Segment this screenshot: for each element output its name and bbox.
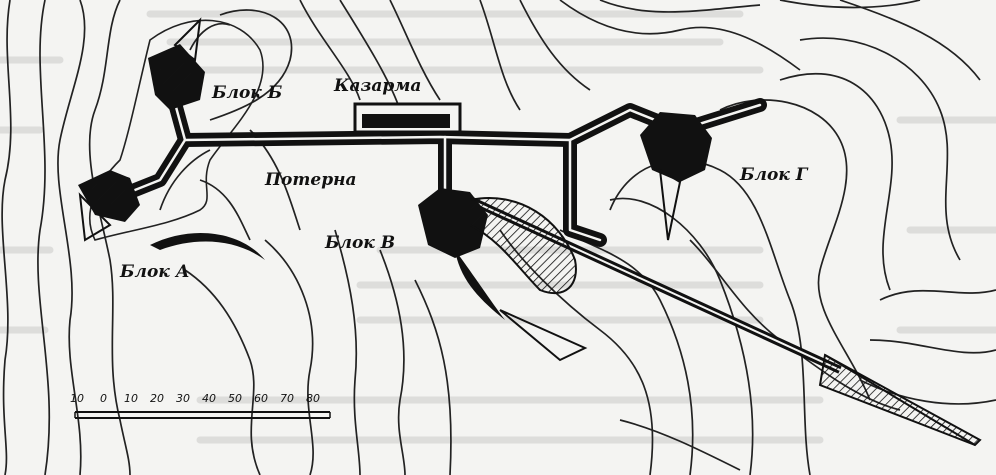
scale-tick: 70 — [280, 392, 294, 405]
label-postern: Потерна — [265, 170, 357, 190]
scale-tick: 10 — [70, 392, 84, 405]
scale-tick: 80 — [306, 392, 320, 405]
block-a — [78, 170, 265, 260]
scale-tick: 40 — [202, 392, 216, 405]
label-block-b: Блок Б — [212, 83, 283, 103]
hill-outline — [89, 19, 264, 241]
scale-tick: 10 — [124, 392, 138, 405]
label-barracks: Казарма — [334, 76, 422, 96]
block-g — [640, 112, 712, 241]
scale-tick: 50 — [228, 392, 242, 405]
scale-tick: 60 — [254, 392, 268, 405]
scale-tick: 30 — [176, 392, 190, 405]
label-block-v: Блок В — [325, 233, 396, 253]
block-v — [418, 188, 588, 362]
barracks — [353, 102, 462, 134]
scale-tick: 0 — [100, 392, 107, 405]
block-b — [148, 17, 205, 110]
scale-bar — [74, 411, 331, 419]
label-block-g: Блок Г — [740, 165, 808, 185]
scale-tick: 20 — [150, 392, 164, 405]
label-block-a: Блок А — [120, 262, 190, 282]
